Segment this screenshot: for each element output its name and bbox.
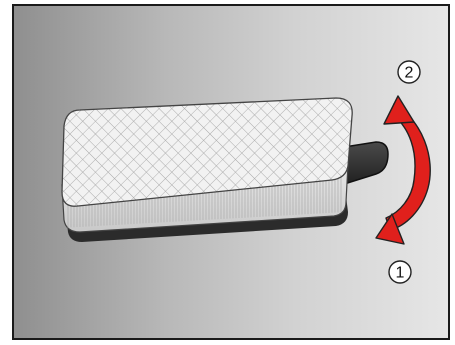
filter-handle bbox=[337, 141, 389, 188]
curved-double-arrow-icon bbox=[375, 95, 431, 245]
step-1-label: 1 bbox=[396, 265, 405, 282]
arrow-head-down bbox=[375, 213, 405, 245]
step-2-label: 2 bbox=[405, 65, 414, 82]
filter-pad bbox=[61, 97, 389, 242]
step-2-badge: 2 bbox=[397, 60, 421, 84]
filter-top-mesh bbox=[61, 97, 353, 207]
step-1-badge: 1 bbox=[388, 260, 412, 284]
arrow-head-up bbox=[383, 95, 415, 125]
